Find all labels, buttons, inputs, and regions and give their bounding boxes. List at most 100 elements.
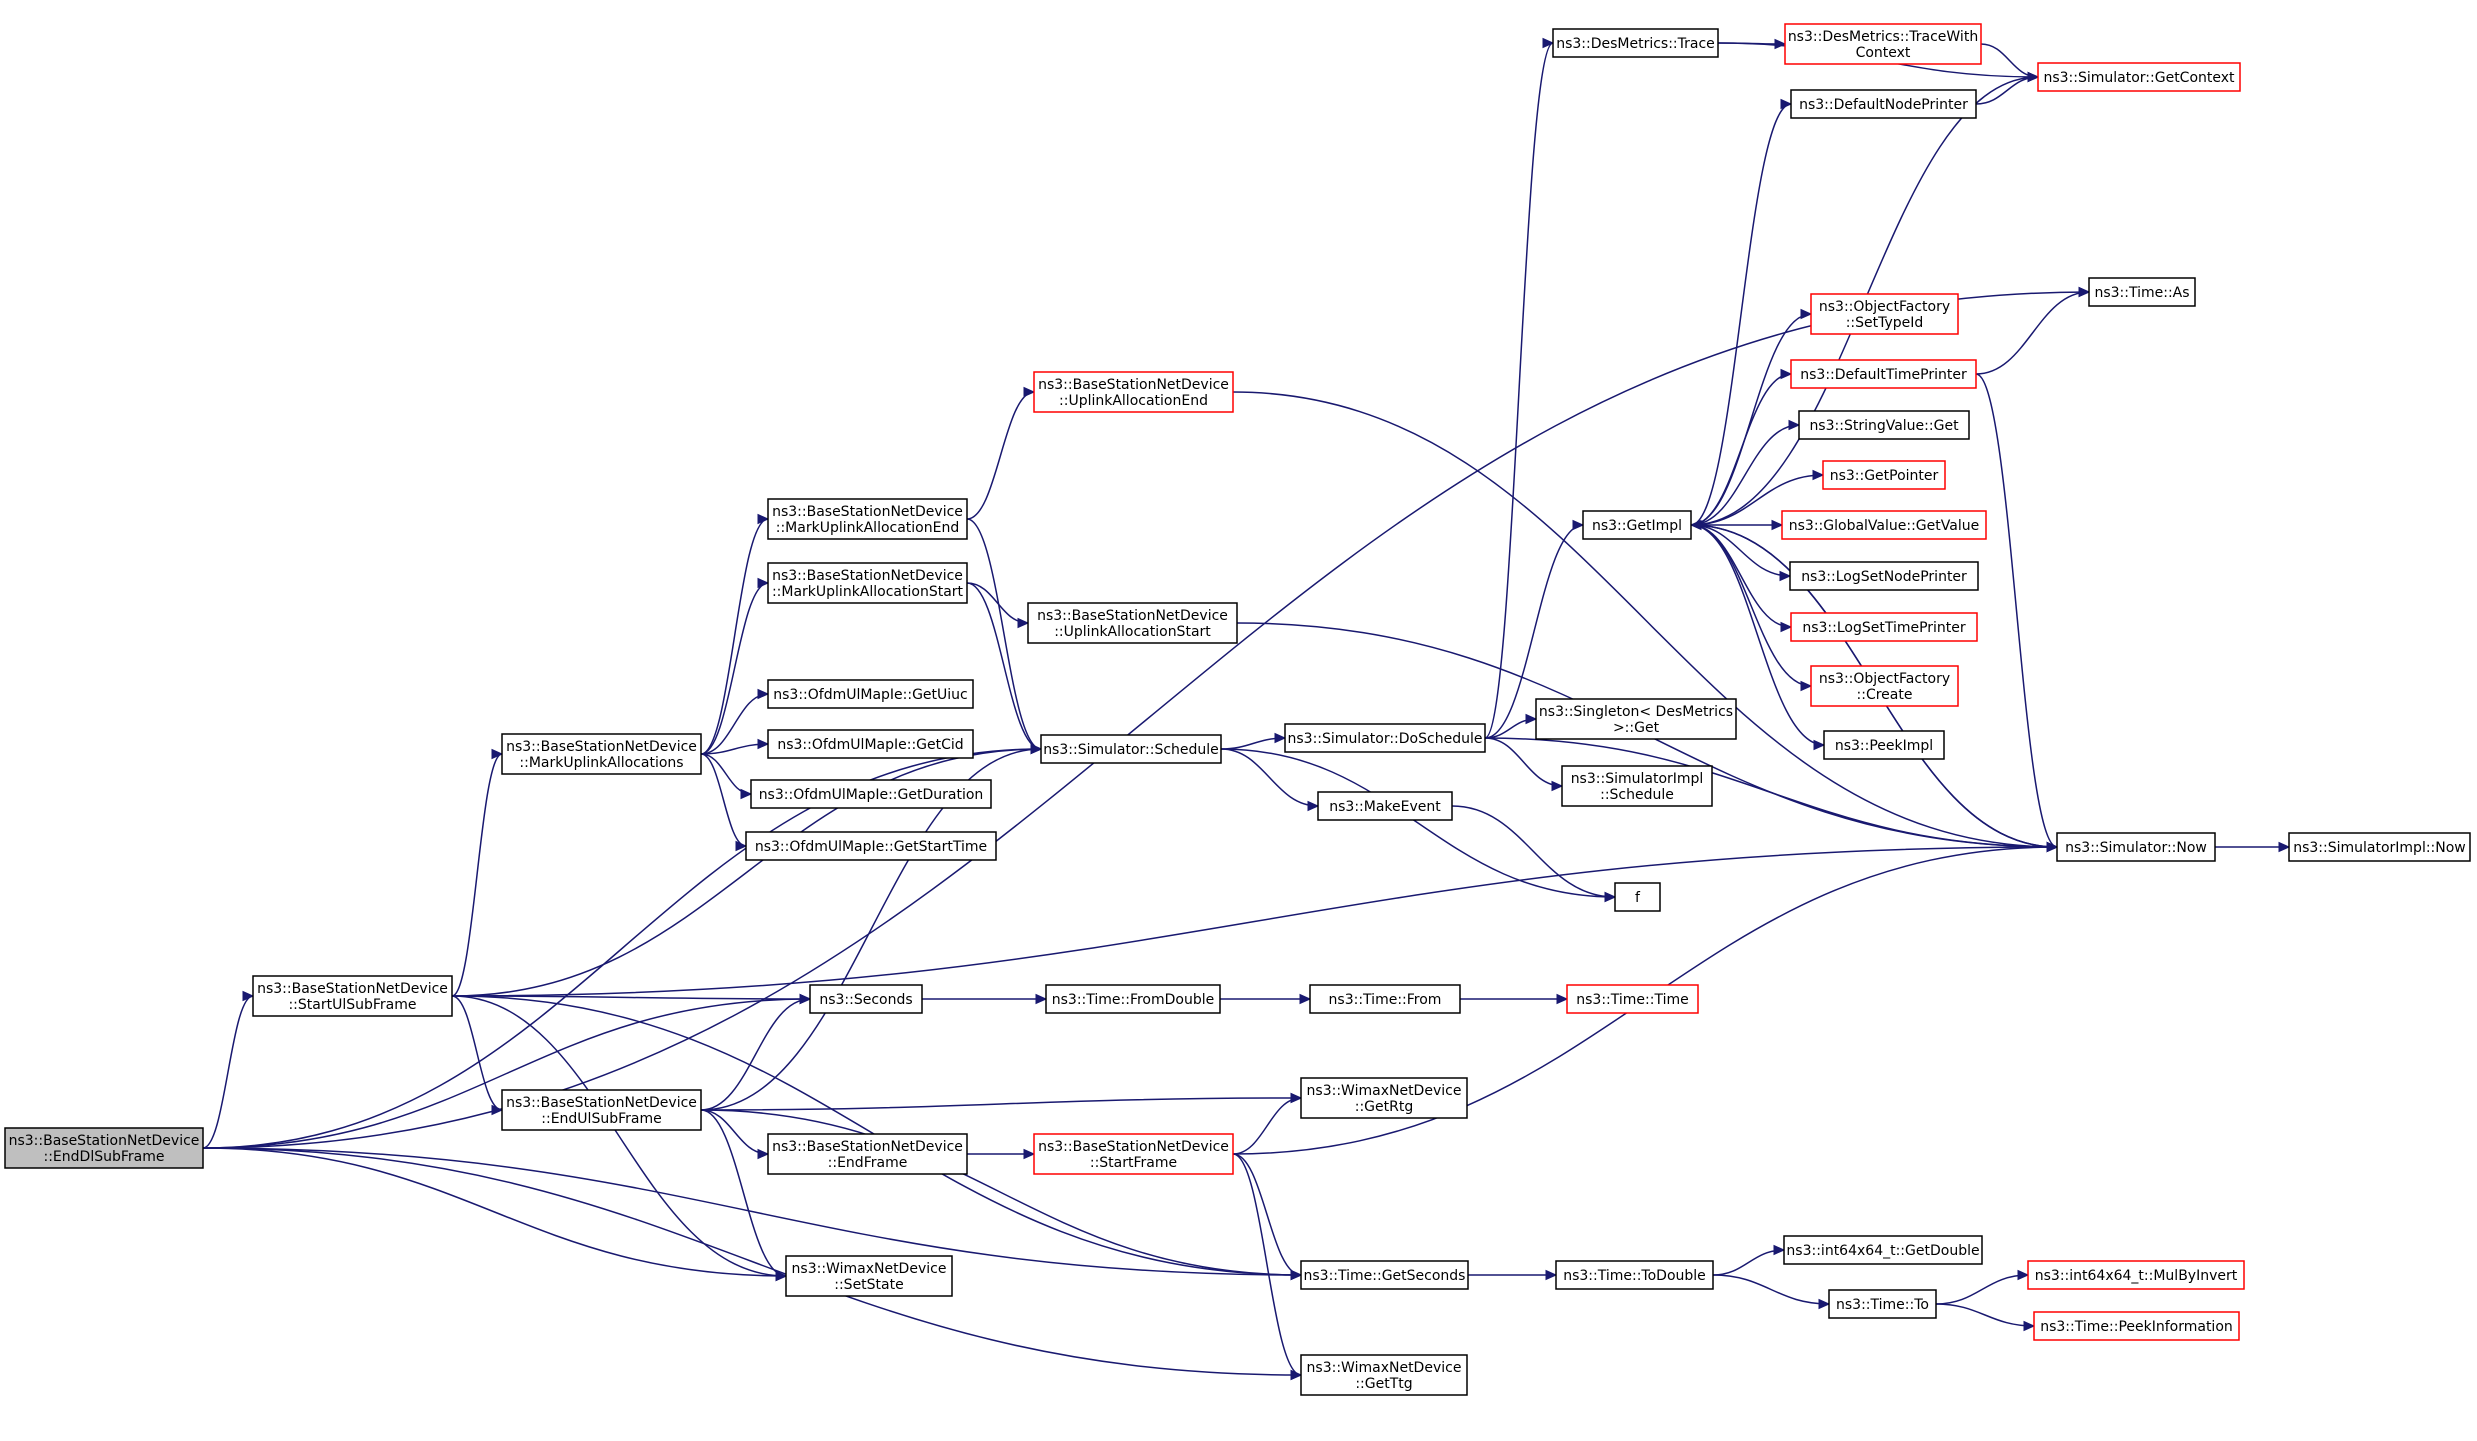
node-doschedule[interactable]: ns3::Simulator::DoSchedule bbox=[1284, 723, 1486, 753]
arrowhead bbox=[1551, 780, 1564, 792]
node-peekinfo[interactable]: ns3::Time::PeekInformation bbox=[2033, 1311, 2240, 1341]
node-getpointer[interactable]: ns3::GetPointer bbox=[1822, 460, 1946, 490]
node-singleton[interactable]: ns3::Singleton< DesMetrics >::Get bbox=[1535, 698, 1737, 740]
node-uplinkstart[interactable]: ns3::BaseStationNetDevice::UplinkAllocat… bbox=[1027, 602, 1238, 644]
node-markstart[interactable]: ns3::BaseStationNetDevice::MarkUplinkAll… bbox=[767, 562, 968, 604]
node-timeas[interactable]: ns3::Time::As bbox=[2088, 277, 2196, 307]
node-box bbox=[1040, 734, 1222, 764]
node-label: ns3::GetImpl bbox=[1592, 518, 1682, 534]
node-box bbox=[1790, 612, 1978, 642]
arrowhead bbox=[1800, 308, 1813, 320]
node-uplinkend[interactable]: ns3::BaseStationNetDevice::UplinkAllocat… bbox=[1033, 371, 1234, 413]
node-box bbox=[1614, 882, 1661, 912]
node-startframe[interactable]: ns3::BaseStationNetDevice::StartFrame bbox=[1033, 1133, 1234, 1175]
edge-deftimeprinter-to-now bbox=[1975, 373, 2059, 853]
node-destrace[interactable]: ns3::DesMetrics::Trace bbox=[1552, 28, 1719, 58]
node-box bbox=[1300, 1354, 1468, 1396]
node-mulbyinvert[interactable]: ns3::int64x64_t::MulByInvert bbox=[2027, 1260, 2245, 1290]
node-label: ns3::BaseStationNetDevice bbox=[772, 1139, 963, 1155]
node-box bbox=[1790, 89, 1977, 119]
node-label: ns3::BaseStationNetDevice bbox=[772, 504, 963, 520]
node-label: ::StartUlSubFrame bbox=[288, 997, 416, 1013]
node-getdouble[interactable]: ns3::int64x64_t::GetDouble bbox=[1783, 1235, 1983, 1265]
node-getseconds[interactable]: ns3::Time::GetSeconds bbox=[1300, 1260, 1469, 1290]
node-stringget[interactable]: ns3::StringValue::Get bbox=[1798, 410, 1970, 440]
node-label: ns3::Time::From bbox=[1329, 992, 1442, 1008]
node-endul[interactable]: ns3::BaseStationNetDevice::EndUlSubFrame bbox=[501, 1089, 702, 1131]
node-getrtg[interactable]: ns3::WimaxNetDevice::GetRtg bbox=[1300, 1077, 1468, 1119]
node-box bbox=[1784, 23, 1982, 65]
edge-timefrom-to-timetime bbox=[1460, 993, 1569, 1005]
arrowhead bbox=[1813, 739, 1826, 751]
node-seconds[interactable]: ns3::Seconds bbox=[809, 984, 923, 1014]
node-box bbox=[767, 679, 974, 709]
node-getduration[interactable]: ns3::OfdmUlMapIe::GetDuration bbox=[750, 779, 992, 809]
node-deftimeprinter[interactable]: ns3::DefaultTimePrinter bbox=[1790, 359, 1977, 389]
node-label: ::Schedule bbox=[1600, 787, 1674, 803]
node-label: ::SetTypeId bbox=[1846, 315, 1924, 331]
node-timetime[interactable]: ns3::Time::Time bbox=[1566, 984, 1699, 1014]
node-label: ::EndDlSubFrame bbox=[44, 1149, 165, 1165]
node-box bbox=[785, 1255, 953, 1297]
edge-endul-to-seconds bbox=[700, 993, 812, 1111]
node-getuiuc[interactable]: ns3::OfdmUlMapIe::GetUiuc bbox=[767, 679, 974, 709]
node-label: ns3::BaseStationNetDevice bbox=[1038, 377, 1229, 393]
arrowhead bbox=[757, 577, 770, 589]
node-f[interactable]: f bbox=[1614, 882, 1661, 912]
node-root[interactable]: ns3::BaseStationNetDevice::EndDlSubFrame bbox=[4, 1127, 204, 1169]
node-box bbox=[1309, 984, 1461, 1014]
node-box bbox=[1828, 1289, 1937, 1319]
edge-doschedule-to-getimpl bbox=[1484, 519, 1585, 739]
node-timeto[interactable]: ns3::Time::To bbox=[1828, 1289, 1937, 1319]
edge-markallocs-to-getduration bbox=[700, 753, 753, 800]
node-todouble[interactable]: ns3::Time::ToDouble bbox=[1555, 1260, 1714, 1290]
node-logtimeprinter[interactable]: ns3::LogSetTimePrinter bbox=[1790, 612, 1978, 642]
node-getcid[interactable]: ns3::OfdmUlMapIe::GetCid bbox=[767, 729, 974, 759]
edge-fromdouble-to-timefrom bbox=[1220, 993, 1312, 1005]
node-settypeid[interactable]: ns3::ObjectFactory::SetTypeId bbox=[1810, 293, 1959, 335]
node-box bbox=[4, 1127, 204, 1169]
node-getttg[interactable]: ns3::WimaxNetDevice::GetTtg bbox=[1300, 1354, 1468, 1396]
node-markallocs[interactable]: ns3::BaseStationNetDevice::MarkUplinkAll… bbox=[501, 733, 702, 775]
node-box bbox=[2088, 277, 2196, 307]
node-label: ns3::BaseStationNetDevice bbox=[772, 568, 963, 584]
node-label: ns3::WimaxNetDevice bbox=[792, 1261, 947, 1277]
node-label: ns3::OfdmUlMapIe::GetStartTime bbox=[755, 839, 987, 855]
edge-endframe-to-startframe bbox=[967, 1148, 1036, 1160]
node-ofcreate[interactable]: ns3::ObjectFactory::Create bbox=[1810, 665, 1959, 707]
node-globalget[interactable]: ns3::GlobalValue::GetValue bbox=[1781, 510, 1987, 540]
node-markend[interactable]: ns3::BaseStationNetDevice::MarkUplinkAll… bbox=[767, 498, 968, 540]
node-getstarttime[interactable]: ns3::OfdmUlMapIe::GetStartTime bbox=[745, 831, 997, 861]
node-defnodeprinter[interactable]: ns3::DefaultNodePrinter bbox=[1790, 89, 1977, 119]
arrowhead bbox=[1017, 617, 1030, 629]
edge-markallocs-to-markstart bbox=[700, 577, 770, 755]
node-label: ns3::Simulator::Schedule bbox=[1043, 742, 1219, 758]
node-setstate[interactable]: ns3::WimaxNetDevice::SetState bbox=[785, 1255, 953, 1297]
node-label: ns3::WimaxNetDevice bbox=[1307, 1360, 1462, 1376]
node-label: ns3::DesMetrics::Trace bbox=[1556, 36, 1715, 52]
node-label: ns3::GetPointer bbox=[1830, 468, 1939, 484]
node-box bbox=[2033, 1311, 2240, 1341]
edge-makeevent-to-f bbox=[1451, 805, 1617, 903]
node-label: Context bbox=[1856, 45, 1911, 61]
node-schedule[interactable]: ns3::Simulator::Schedule bbox=[1040, 734, 1222, 764]
node-lognodeprinter[interactable]: ns3::LogSetNodePrinter bbox=[1789, 561, 1979, 591]
node-box bbox=[745, 831, 997, 861]
node-fromdouble[interactable]: ns3::Time::FromDouble bbox=[1045, 984, 1221, 1014]
edge-getimpl-to-deftimeprinter bbox=[1690, 368, 1793, 526]
node-box bbox=[2037, 62, 2241, 92]
call-edges bbox=[202, 37, 2291, 1381]
node-endframe[interactable]: ns3::BaseStationNetDevice::EndFrame bbox=[767, 1133, 968, 1175]
node-getcontext[interactable]: ns3::Simulator::GetContext bbox=[2037, 62, 2241, 92]
node-startul[interactable]: ns3::BaseStationNetDevice::StartUlSubFra… bbox=[252, 975, 453, 1017]
node-peekimpl[interactable]: ns3::PeekImpl bbox=[1823, 730, 1945, 760]
node-getimpl[interactable]: ns3::GetImpl bbox=[1582, 510, 1692, 540]
node-now[interactable]: ns3::Simulator::Now bbox=[2056, 832, 2216, 862]
node-implschedule[interactable]: ns3::SimulatorImpl::Schedule bbox=[1561, 765, 1713, 807]
node-makeevent[interactable]: ns3::MakeEvent bbox=[1317, 791, 1453, 821]
node-implnow[interactable]: ns3::SimulatorImpl::Now bbox=[2288, 832, 2471, 862]
edge-getimpl-to-defnodeprinter bbox=[1690, 98, 1793, 526]
node-timefrom[interactable]: ns3::Time::From bbox=[1309, 984, 1461, 1014]
